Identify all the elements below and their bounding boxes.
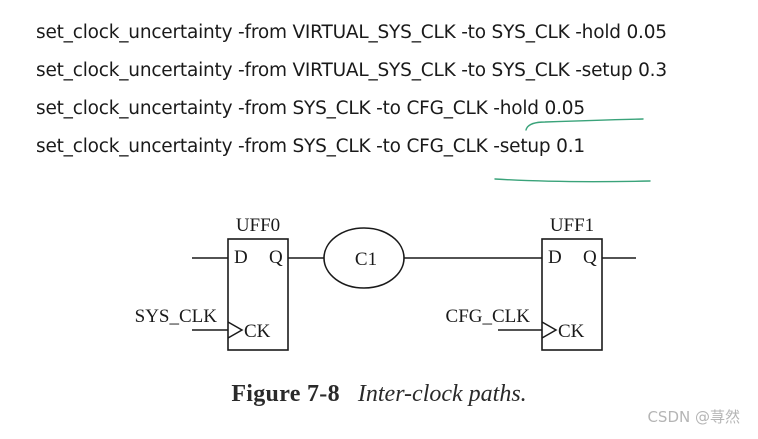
flop-uff1-q-pin: Q	[583, 247, 597, 268]
sys-clk-label: SYS_CLK	[135, 306, 218, 327]
flop-uff0-ck-pin: CK	[244, 321, 271, 342]
command-line: set_clock_uncertainty -from VIRTUAL_SYS_…	[36, 60, 667, 81]
flop-uff1-label: UFF1	[550, 215, 594, 236]
annotation-underline-hold	[525, 118, 644, 131]
flop-uff0: UFF0 D Q CK SYS_CLK	[135, 215, 289, 351]
logic-c1-label: C1	[355, 249, 377, 270]
flop-uff0-label: UFF0	[236, 215, 280, 236]
flop-uff1-clock-triangle	[541, 321, 558, 339]
logic-c1: C1	[323, 227, 405, 289]
command-line: set_clock_uncertainty -from VIRTUAL_SYS_…	[36, 22, 667, 43]
flop-uff1-d-pin: D	[548, 247, 562, 268]
flop-uff0-clock-triangle	[227, 321, 244, 339]
flop-uff1-body	[541, 238, 603, 351]
annotation-underline-setup	[494, 178, 651, 183]
flop-uff0-d-pin: D	[234, 247, 248, 268]
flop-uff1: UFF1 D Q CK CFG_CLK	[446, 215, 636, 351]
flop-uff1-ck-pin: CK	[558, 321, 585, 342]
cfg-clk-label: CFG_CLK	[446, 306, 531, 327]
figure-caption: Figure 7-8 Inter-clock paths.	[0, 381, 758, 408]
flop-uff0-body	[227, 238, 289, 351]
figure-label: Figure 7-8	[231, 381, 340, 407]
watermark: CSDN @荨然	[647, 408, 740, 426]
figure-title: Inter-clock paths.	[357, 381, 527, 407]
flop-uff0-q-pin: Q	[269, 247, 283, 268]
command-line: set_clock_uncertainty -from SYS_CLK -to …	[36, 136, 585, 157]
command-line: set_clock_uncertainty -from SYS_CLK -to …	[36, 98, 585, 119]
